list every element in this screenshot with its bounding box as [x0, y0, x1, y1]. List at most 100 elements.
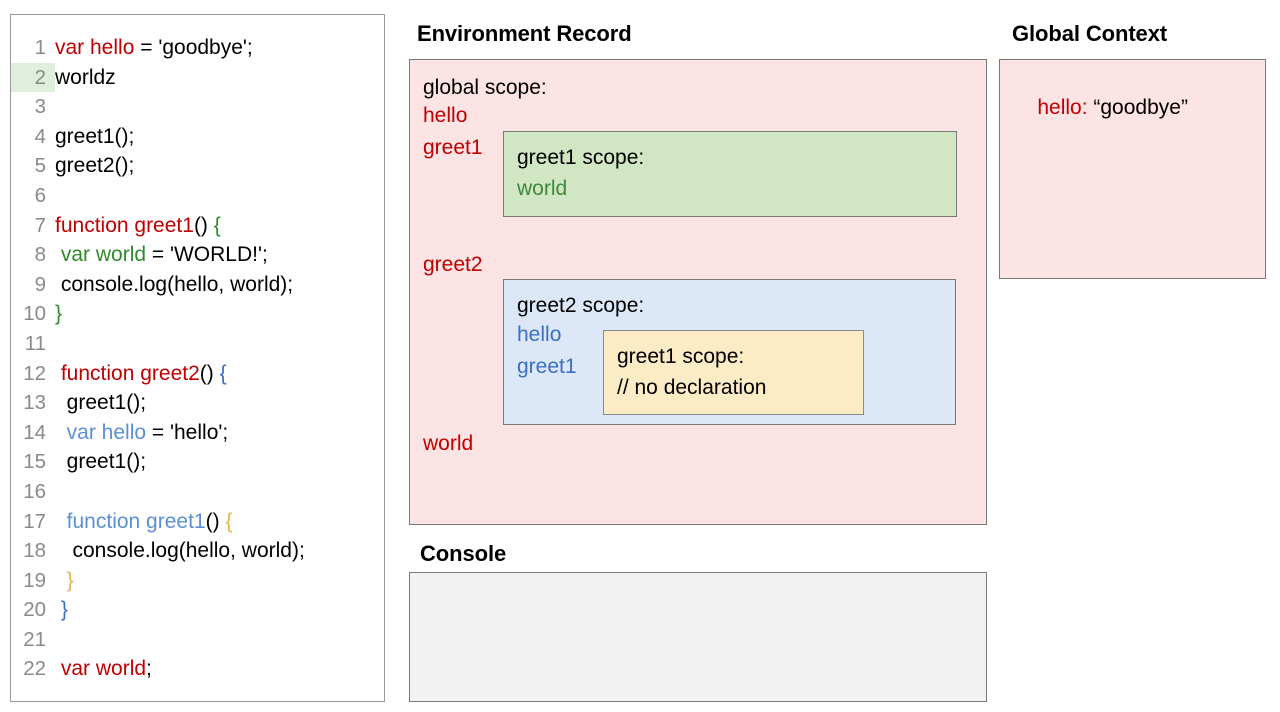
code-line-text: greet1(); [55, 447, 146, 477]
code-line-text: } [55, 299, 62, 329]
code-token [55, 421, 67, 444]
global-context-panel: hello: “goodbye” [999, 59, 1266, 279]
code-line-number: 10 [23, 302, 46, 326]
greet2-scope-heading: greet2 scope: [517, 294, 645, 317]
code-line-number: 11 [24, 331, 46, 355]
code-line[interactable]: 21 [11, 625, 384, 655]
code-token: () [193, 213, 214, 237]
code-token: greet2(); [55, 154, 135, 178]
code-line[interactable]: 18 console.log(hello, world); [11, 536, 384, 566]
code-token: greet1(); [55, 450, 147, 474]
environment-record-panel: global scope: hello greet1 greet2 world … [409, 59, 987, 525]
code-line-number: 21 [23, 627, 46, 651]
code-line-number: 13 [23, 391, 46, 415]
code-line[interactable]: 12 function greet2() { [11, 359, 384, 389]
code-line[interactable]: 13 greet1(); [11, 388, 384, 418]
greet1-scope-heading: greet1 scope: [517, 146, 645, 169]
code-line-number: 12 [23, 361, 46, 385]
code-line[interactable]: 10} [11, 299, 384, 329]
console-panel[interactable] [409, 572, 987, 702]
greet2-binding-hello: hello [517, 323, 562, 346]
code-token: () [205, 509, 226, 533]
code-line-text: function greet1() { [55, 211, 221, 241]
code-line-text: greet1(); [55, 122, 134, 152]
code-token: var world [60, 243, 147, 267]
code-token: var hello [66, 420, 147, 444]
code-line[interactable]: 16 [11, 477, 384, 507]
code-line-number: 20 [23, 598, 46, 622]
code-line-number: 3 [34, 95, 46, 119]
code-line[interactable]: 1 var hello = 'goodbye'; [11, 33, 384, 63]
code-token: var world [60, 657, 147, 681]
code-token: var hello [55, 36, 135, 59]
code-token: greet1(); [55, 391, 147, 415]
code-line[interactable]: 19 } [11, 566, 384, 596]
greet1-inner-scope-box: greet1 scope: // no declaration [603, 330, 864, 415]
code-line-number: 14 [23, 420, 46, 444]
code-line-number: 5 [34, 154, 46, 178]
code-line-number: 17 [23, 509, 46, 533]
code-line-text: greet2(); [55, 151, 134, 181]
code-line[interactable]: 15 greet1(); [11, 447, 384, 477]
code-line[interactable]: 22 var world; [11, 654, 384, 684]
code-token: = 'WORLD!'; [146, 243, 268, 267]
environment-record-title: Environment Record [417, 21, 632, 46]
code-line[interactable]: 6 [11, 181, 384, 211]
code-token: = 'hello'; [146, 420, 229, 444]
code-line-text: function greet1() { [55, 507, 233, 537]
code-line-number: 22 [23, 657, 46, 681]
code-line-number: 1 [34, 36, 46, 59]
code-line-number: 8 [34, 243, 46, 267]
code-line-number: 6 [34, 183, 46, 207]
console-title: Console [420, 541, 507, 566]
greet1-inner-scope-heading: greet1 scope: [617, 345, 745, 368]
code-line[interactable]: 8 var world = 'WORLD!'; [11, 240, 384, 270]
code-token: { [225, 509, 233, 533]
global-binding-hello: hello [423, 104, 468, 127]
code-token: } [66, 568, 74, 592]
code-line[interactable]: 5 greet2(); [11, 151, 384, 181]
global-context-title: Global Context [1012, 21, 1168, 46]
global-binding-greet1: greet1 [423, 136, 483, 159]
code-line-text: console.log(hello, world); [55, 536, 305, 566]
code-line-text: greet1(); [55, 388, 146, 418]
code-line[interactable]: 11 [11, 329, 384, 359]
global-context-entry: hello: “goodbye” [1014, 76, 1188, 139]
code-line-text: console.log(hello, world); [55, 270, 293, 300]
code-line-text: var world = 'WORLD!'; [55, 240, 268, 270]
code-line[interactable]: 20 } [11, 595, 384, 625]
code-token: greet1(); [55, 124, 135, 148]
code-line-text: } [55, 595, 68, 625]
greet2-binding-greet1: greet1 [517, 355, 577, 378]
code-token: () [199, 361, 220, 385]
code-token: worldz [55, 65, 116, 89]
code-token: function greet2 [60, 361, 200, 385]
code-token: console.log(hello, world); [55, 272, 294, 296]
code-line[interactable]: 9 console.log(hello, world); [11, 270, 384, 300]
code-line-number: 9 [34, 272, 46, 296]
code-line-number: 4 [34, 124, 46, 148]
code-token: function greet1 [55, 213, 194, 237]
greet2-scope-box: greet2 scope: hello greet1 greet1 scope:… [503, 279, 956, 425]
greet1-scope-box: greet1 scope: world [503, 131, 957, 217]
code-line[interactable]: 3 [11, 92, 384, 122]
global-binding-greet2: greet2 [423, 253, 483, 276]
code-token [55, 510, 67, 533]
code-token: console.log(hello, world); [55, 539, 305, 563]
code-line[interactable]: 17 function greet1() { [11, 507, 384, 537]
code-token: function greet1 [66, 509, 206, 533]
code-line-number: 15 [23, 450, 46, 474]
code-line[interactable]: 7 function greet1() { [11, 211, 384, 241]
code-line-number: 16 [23, 479, 46, 503]
code-line-text: function greet2() { [55, 359, 227, 389]
code-line[interactable]: 14 var hello = 'hello'; [11, 418, 384, 448]
console-output-list [410, 573, 986, 589]
code-line[interactable]: 4 greet1(); [11, 122, 384, 152]
code-token: = 'goodbye'; [134, 36, 253, 59]
code-line-text: var hello = 'goodbye'; [55, 33, 253, 63]
greet1-inner-no-declaration-note: // no declaration [617, 376, 767, 399]
code-line-number: 7 [34, 213, 46, 237]
